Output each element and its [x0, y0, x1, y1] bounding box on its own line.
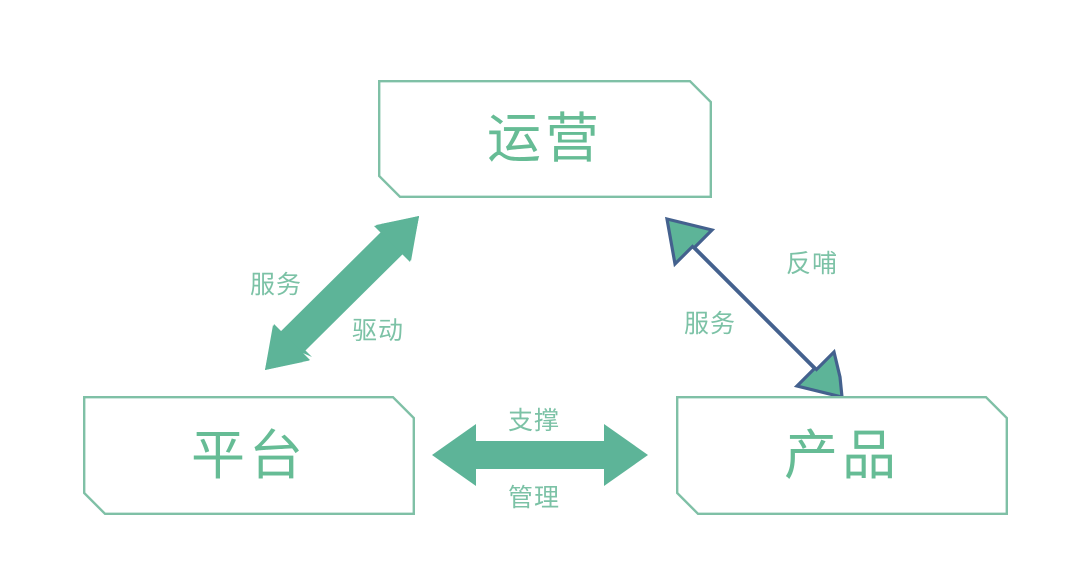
node-platform[interactable]: 平台 — [83, 396, 415, 515]
edge-label-service-left: 服务 — [250, 271, 303, 299]
arrow-platform-product — [432, 424, 648, 486]
node-product-shape — [676, 396, 1008, 515]
arrow-operations-product — [664, 216, 844, 400]
edge-label-drive: 驱动 — [352, 317, 405, 345]
node-product-label: 产品 — [784, 425, 900, 486]
node-platform-label: 平台 — [191, 425, 307, 486]
edge-label-support: 支撑 — [508, 407, 561, 435]
edge-label-manage: 管理 — [508, 484, 561, 512]
edge-label-service-right: 服务 — [684, 310, 737, 338]
node-product[interactable]: 产品 — [676, 396, 1008, 515]
node-operations-shape — [378, 80, 712, 198]
arrow-platform-operations — [265, 216, 419, 370]
edge-label-feedback: 反哺 — [786, 250, 839, 278]
node-platform-shape — [83, 396, 415, 515]
node-operations[interactable]: 运营 — [378, 80, 712, 198]
node-operations-label: 运营 — [487, 109, 603, 169]
